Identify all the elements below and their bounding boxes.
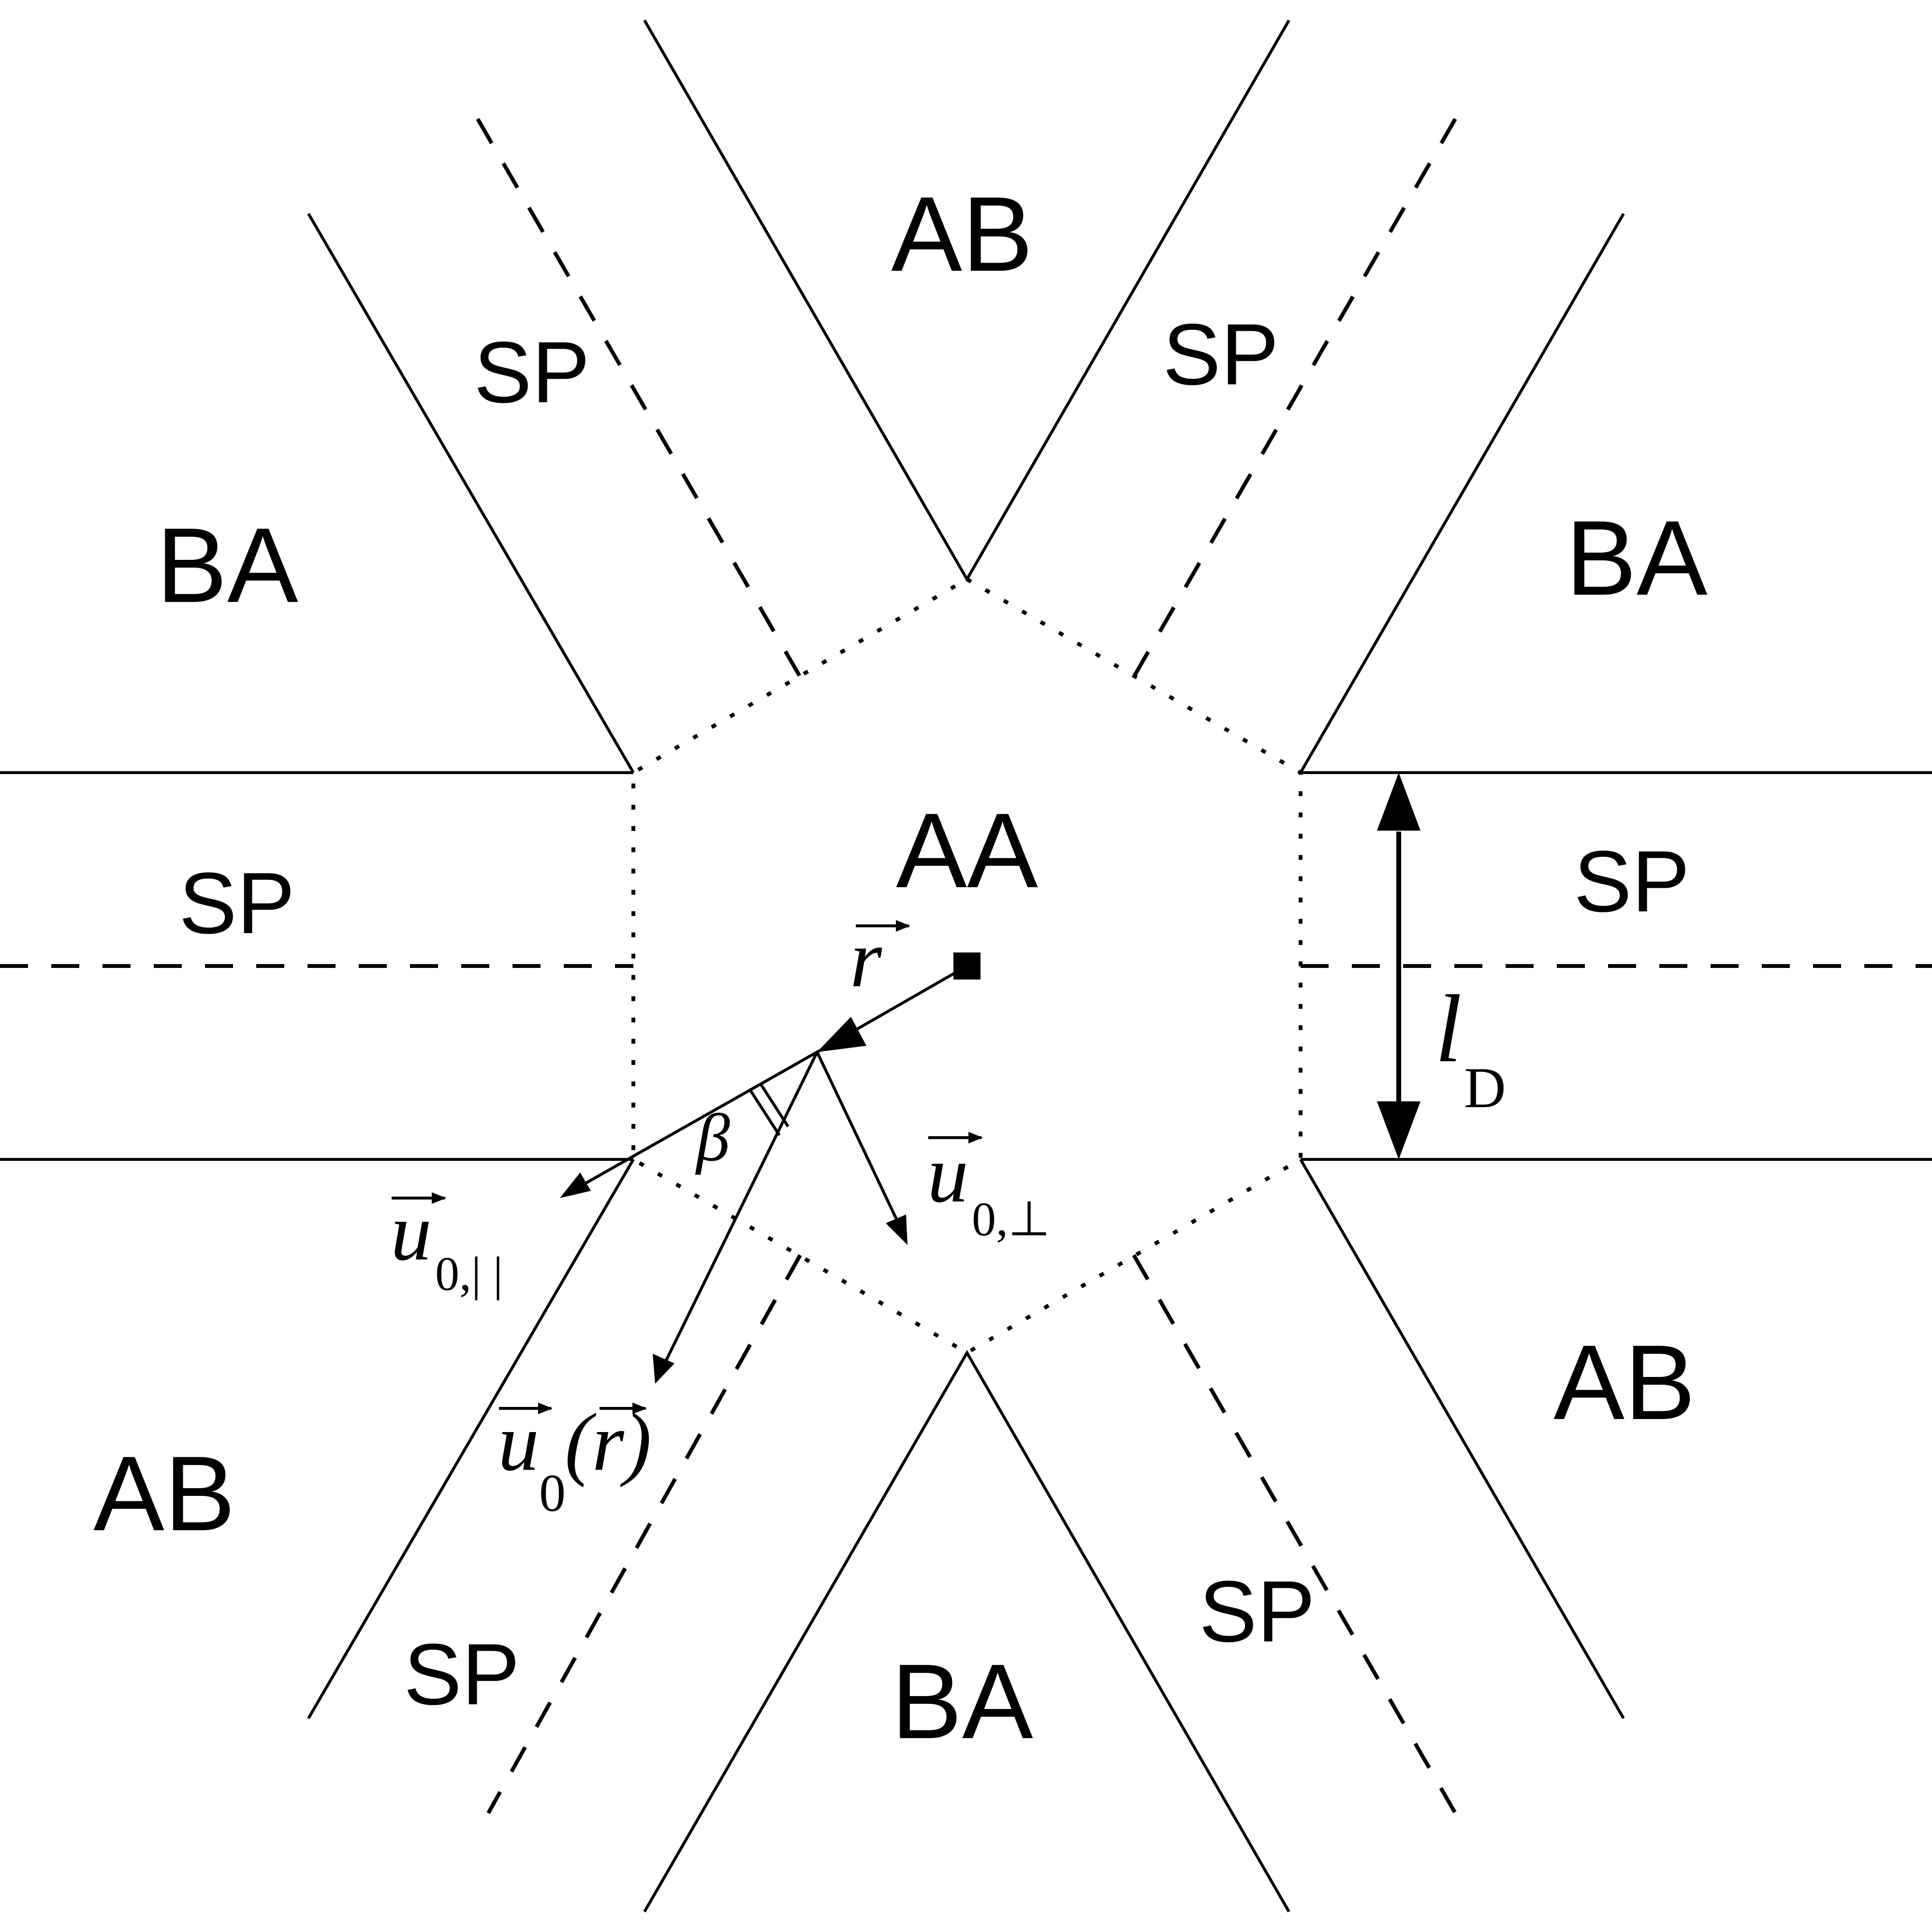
region-label-center: AA [896,791,1038,910]
region-label-bottom: BA [891,1642,1033,1761]
u-parallel-label-sub: 0,| | [435,1247,503,1301]
wall-lower-left [307,1158,635,1719]
width-arrow-head-top [1377,773,1420,831]
u-perp-label-text: u [927,1128,968,1219]
u-parallel-line [570,1051,818,1193]
u0-label-sub: 0 [539,1464,566,1522]
sp-line-lower-left [486,1254,802,1814]
sp-label-right: SP [1574,833,1690,930]
sp-label-lower-left: SP [404,1626,520,1723]
u0-label-text: u [498,1397,539,1488]
region-label-lower-left: AB [93,1434,235,1553]
sp-label-left: SP [179,855,295,952]
width-arrow [1377,773,1420,1159]
r-label-text: r [850,913,882,1004]
r-label: r [850,913,910,1004]
sp-label-upper-left: SP [474,324,590,421]
region-label-upper-left: BA [156,506,298,625]
wall-lower-right [1299,1158,1625,1719]
r-vector-head [817,1017,866,1052]
wall-upper-left [307,213,635,774]
wall-upper-right [1299,213,1625,774]
sp-line-upper-right [1132,118,1457,678]
u0-label: u 0 (r) [498,1397,651,1522]
angle-marker-outer [748,1088,781,1136]
u-parallel-head [560,1172,591,1198]
u0-head [653,1354,674,1384]
u-perp-label: u 0,⊥ [927,1128,1050,1246]
angle-marker-inner [759,1082,790,1127]
sp-line-lower-right [1132,1254,1457,1814]
sp-label-lower-right: SP [1199,1563,1315,1660]
wall-bottom-v [643,1349,1290,1913]
width-arrow-head-bottom [1377,1101,1420,1159]
sp-label-upper-right: SP [1163,306,1279,403]
width-symbol: l [1435,976,1462,1083]
u-perp-line [816,1051,906,1236]
u-parallel-label-text: u [391,1186,432,1277]
sp-line-upper-left [476,117,802,678]
u0-label-arg: (r) [565,1397,651,1488]
width-subscript: D [1464,1055,1506,1120]
soliton-centre-lines [0,117,1932,1814]
wall-top-v [643,19,1290,583]
u0-line [659,1051,819,1374]
beta-label: β [695,1100,730,1175]
u-perp-label-sub: 0,⊥ [972,1192,1050,1246]
aa-hexagon [631,577,1303,1355]
region-label-lower-right: AB [1553,1323,1695,1442]
u-parallel-label: u 0,| | [391,1186,503,1301]
region-label-upper-right: BA [1566,498,1708,617]
u-perp-head [886,1215,907,1245]
region-label-top: AB [891,175,1033,293]
